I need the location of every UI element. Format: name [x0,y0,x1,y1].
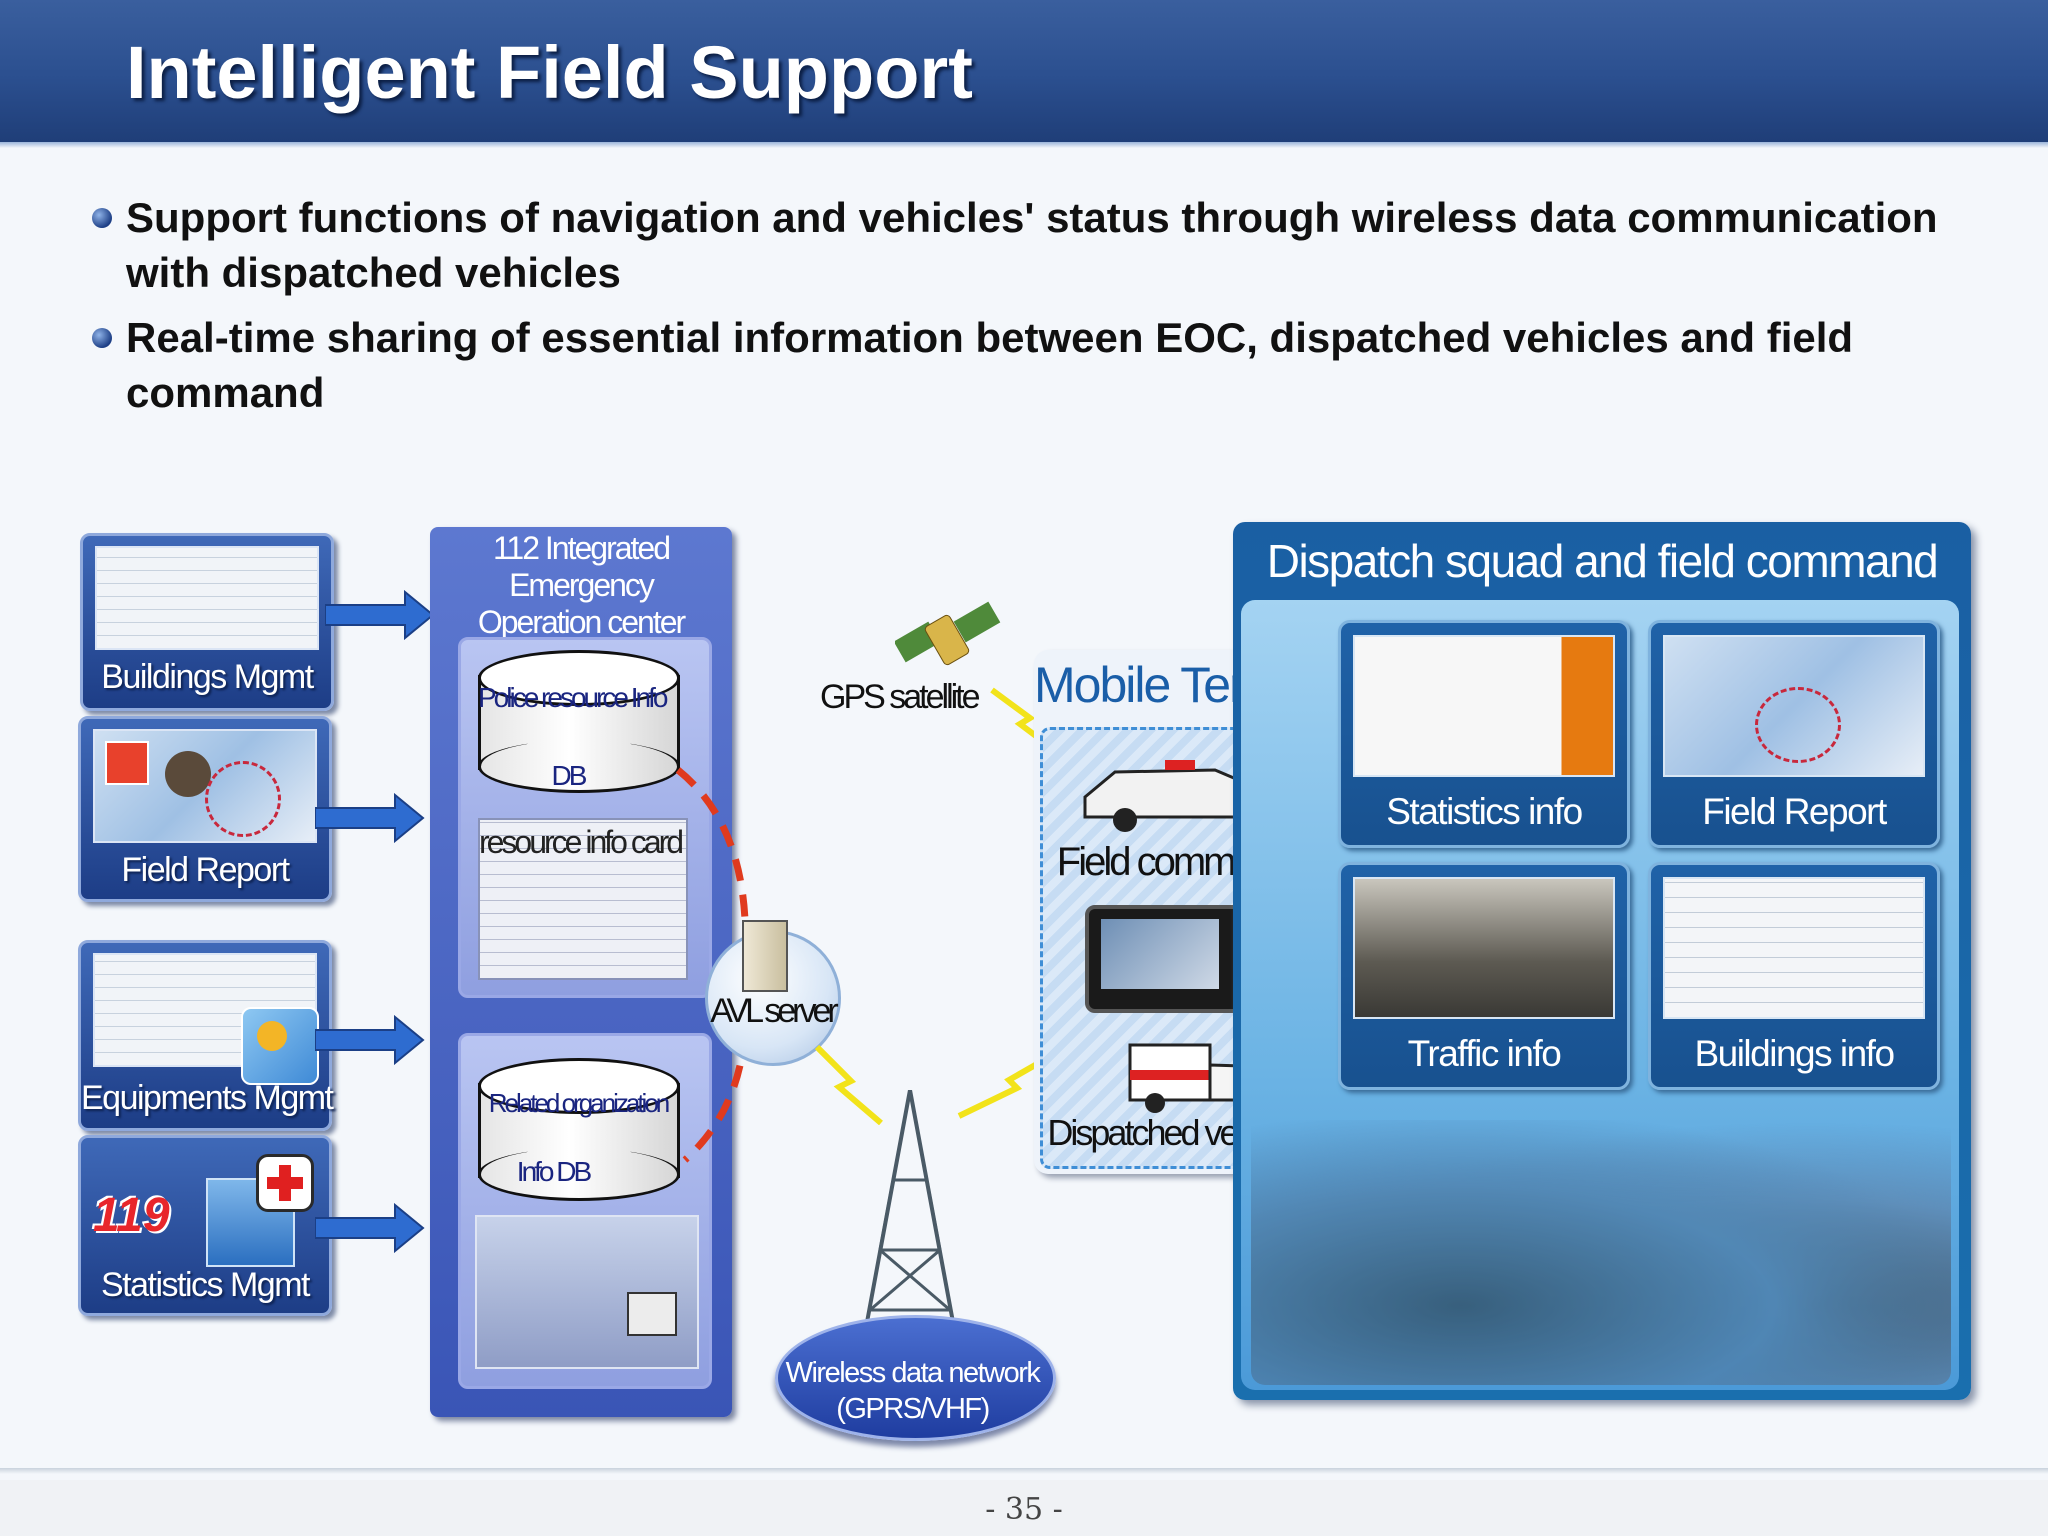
badge-119: 119 [93,1189,170,1242]
tile-label: Equipments Mgmt [81,1079,334,1117]
db-label: Related organization [488,1088,671,1118]
arrow-icon [325,590,435,640]
db-label: Info DB [516,1156,592,1187]
buildings-info-tile: Buildings info [1648,862,1940,1090]
gps-satellite-label: GPS satellite [820,678,981,716]
weather-dashboard-icon [93,953,319,1085]
radio-tower-icon [857,1090,963,1360]
tile-label: Statistics Mgmt [101,1266,310,1304]
avl-server-label: AVL server [710,992,838,1030]
tile-label: Field Report [1702,791,1887,832]
eoc-title: 112 Integrated Emergency Operation cente… [430,530,732,641]
eoc-title-line: Operation center [477,604,686,640]
weather-icon [241,1007,319,1085]
bullet-text: Real-time sharing of essential informati… [126,314,1854,416]
wireless-network-node [775,1315,1056,1441]
arrow-icon [315,1015,425,1065]
traffic-info-tile: Traffic info [1338,862,1630,1090]
suspect-icon [165,751,211,797]
database-icon [478,1058,680,1201]
floor-plan-icon [95,546,319,650]
target-area-icon [205,761,281,837]
slide-title: Intelligent Field Support [126,31,973,114]
traffic-camera-icon [1353,877,1615,1019]
field-report-tile: Field Report [78,716,332,902]
bullet-dot-icon [92,328,112,348]
wireless-signal-icon [815,1045,883,1125]
statistics-mgmt-tile: 119 Statistics Mgmt [78,1135,332,1316]
footer-divider [0,1468,2048,1474]
db-label: DB [551,760,588,791]
page-number: - 35 - [985,1492,1063,1527]
resource-info-card-icon [478,818,688,980]
tile-label: Statistics info [1386,791,1583,832]
network-label: Wireless data network (GPRS/VHF) [775,1355,1050,1427]
officers-photo [1251,1120,1951,1385]
arrow-icon [315,1203,425,1253]
bullet-dot-icon [92,208,112,228]
title-bar [0,0,2048,148]
eoc-title-line: 112 Integrated Emergency [492,530,671,603]
satellite-icon [895,601,1001,666]
server-icon [742,920,788,992]
dispatch-title: Dispatch squad and field command [1266,535,1939,587]
network-label-line: (GPRS/VHF) [836,1393,990,1425]
field-report-info-tile: Field Report [1648,620,1940,848]
statistics-info-tile: Statistics info [1338,620,1630,848]
database-icon [478,650,680,793]
arrow-icon [315,793,425,843]
network-label-line: Wireless data network [785,1357,1041,1389]
buildings-mgmt-tile: Buildings Mgmt [80,533,334,711]
computer-icon [627,1292,677,1336]
bullet-text: Support functions of navigation and vehi… [126,194,1938,296]
map-report-icon [93,729,317,843]
floor-plan-icon [1663,877,1925,1019]
statistics-screen-icon [1353,635,1615,777]
navigation-device-icon [1085,905,1243,1013]
equipments-mgmt-tile: Equipments Mgmt [78,940,334,1131]
footer-bar [0,1480,2048,1536]
tile-label: Traffic info [1407,1033,1562,1074]
map-report-icon [1663,635,1925,777]
tile-label: Field Report [121,851,290,889]
tile-label: Buildings info [1694,1033,1895,1074]
hospital-icon [206,1154,314,1267]
wireless-signal-icon [957,1053,1053,1119]
tile-label: Buildings Mgmt [101,658,314,696]
db-label: Police resource Info [478,682,668,713]
card-label: resource info card [478,824,684,860]
danger-icon [105,741,149,785]
building-photo-icon [475,1215,699,1369]
